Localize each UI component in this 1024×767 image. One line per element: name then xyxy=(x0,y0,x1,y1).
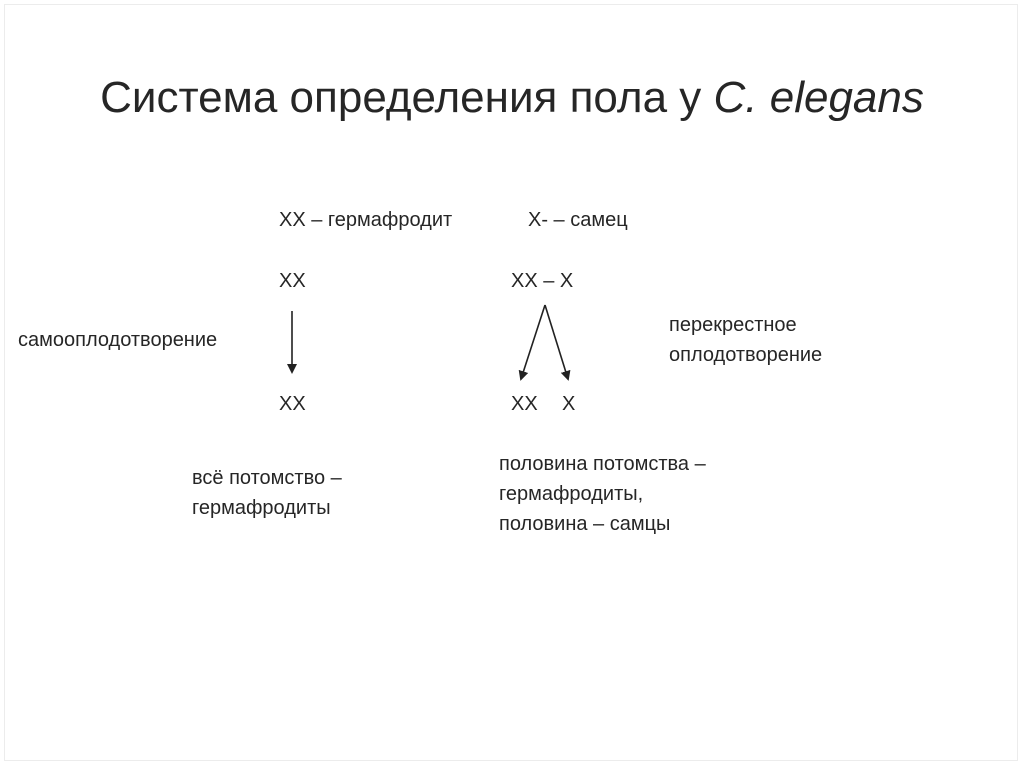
cross-fertilization-result: половина потомства – гермафродиты, полов… xyxy=(499,453,706,535)
self-fertilization-result: всё потомство – гермафродиты xyxy=(192,467,342,519)
cross-offspring-x: Х xyxy=(562,393,576,415)
cross-parents-genotype: ХХ – Х xyxy=(511,270,574,292)
hermaphrodite-parent-genotype: ХХ xyxy=(279,270,306,292)
cross-offspring-xx: ХХ xyxy=(511,393,538,415)
hermaphrodite-genotype-label: ХХ – гермафродит xyxy=(279,209,453,231)
slide-border xyxy=(4,4,1018,761)
cross-fertilization-label: перекрестное оплодотворение xyxy=(669,314,823,366)
hermaphrodite-offspring-genotype: ХХ xyxy=(279,393,306,415)
self-fertilization-label: самооплодотворение xyxy=(18,329,218,351)
title-species: C. elegans xyxy=(713,73,924,122)
male-genotype-label: Х- – самец xyxy=(528,209,628,231)
slide-title: Система определения пола у C. elegans xyxy=(0,70,1024,126)
title-main: Система определения пола у xyxy=(100,73,714,122)
